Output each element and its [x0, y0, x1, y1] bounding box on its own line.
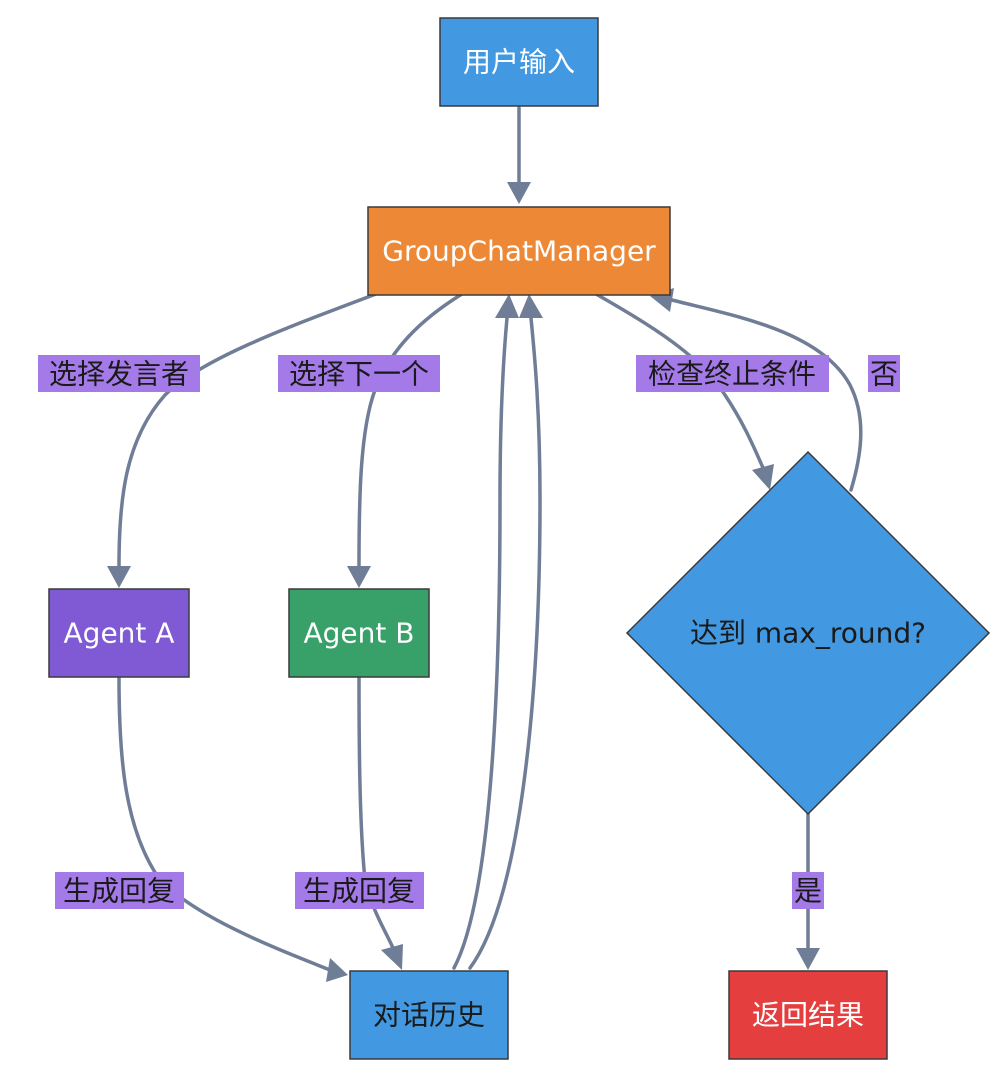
arrowhead: [796, 948, 820, 970]
edge-label-generate-reply-a: 生成回复: [55, 872, 184, 909]
edge-label-no-text: 否: [870, 358, 898, 391]
edge-label-yes: 是: [792, 872, 824, 909]
node-manager-label: GroupChatManager: [382, 235, 656, 268]
edge-manager-to-agent-a: [117, 292, 378, 568]
edge-history-to-manager-2: [468, 316, 542, 970]
arrowhead: [107, 566, 131, 588]
edge-label-select-speaker: 选择发言者: [38, 355, 200, 392]
edge-label-generate-reply-a-text: 生成回复: [63, 875, 175, 908]
edge-agent-a-to-history: [117, 676, 332, 972]
node-agent-b-label: Agent B: [304, 617, 415, 650]
node-history: 对话历史: [349, 970, 509, 1060]
edge-label-yes-text: 是: [794, 875, 822, 908]
node-result: 返回结果: [728, 970, 888, 1060]
node-decision: 达到 max_round?: [625, 450, 991, 816]
nodes: 用户输入 GroupChatManager Agent A Agent B 达到…: [48, 17, 991, 1060]
node-history-label: 对话历史: [373, 999, 485, 1032]
edge-labels: 选择发言者 选择下一个 检查终止条件 否 生成回复 生成回复 是: [38, 355, 900, 909]
edge-label-select-next-text: 选择下一个: [289, 358, 429, 391]
node-agent-a-label: Agent A: [64, 617, 175, 650]
node-manager: GroupChatManager: [367, 206, 671, 296]
arrowhead: [495, 294, 519, 318]
edge-label-generate-reply-b: 生成回复: [295, 872, 424, 909]
edge-history-to-manager-1: [452, 316, 509, 970]
arrowhead: [381, 944, 403, 970]
arrowhead: [507, 182, 531, 204]
edge-label-no: 否: [868, 355, 900, 392]
arrowhead: [752, 464, 774, 490]
arrowhead: [326, 958, 348, 982]
node-user-input: 用户输入: [439, 17, 599, 107]
edge-agent-b-to-history: [357, 676, 395, 950]
edge-label-select-speaker-text: 选择发言者: [49, 358, 189, 391]
node-agent-a: Agent A: [48, 588, 190, 678]
edge-label-generate-reply-b-text: 生成回复: [303, 875, 415, 908]
edge-manager-to-agent-b: [357, 292, 464, 568]
edge-label-check-termination: 检查终止条件: [636, 355, 829, 392]
edge-label-check-termination-text: 检查终止条件: [648, 358, 816, 391]
node-decision-label: 达到 max_round?: [690, 617, 926, 650]
node-agent-b: Agent B: [288, 588, 430, 678]
node-user-input-label: 用户输入: [463, 46, 575, 79]
node-result-label: 返回结果: [752, 999, 864, 1032]
edge-decision-to-manager: [670, 298, 863, 492]
arrowhead: [519, 294, 543, 318]
edge-label-select-next: 选择下一个: [278, 355, 440, 392]
arrowhead: [347, 566, 371, 588]
